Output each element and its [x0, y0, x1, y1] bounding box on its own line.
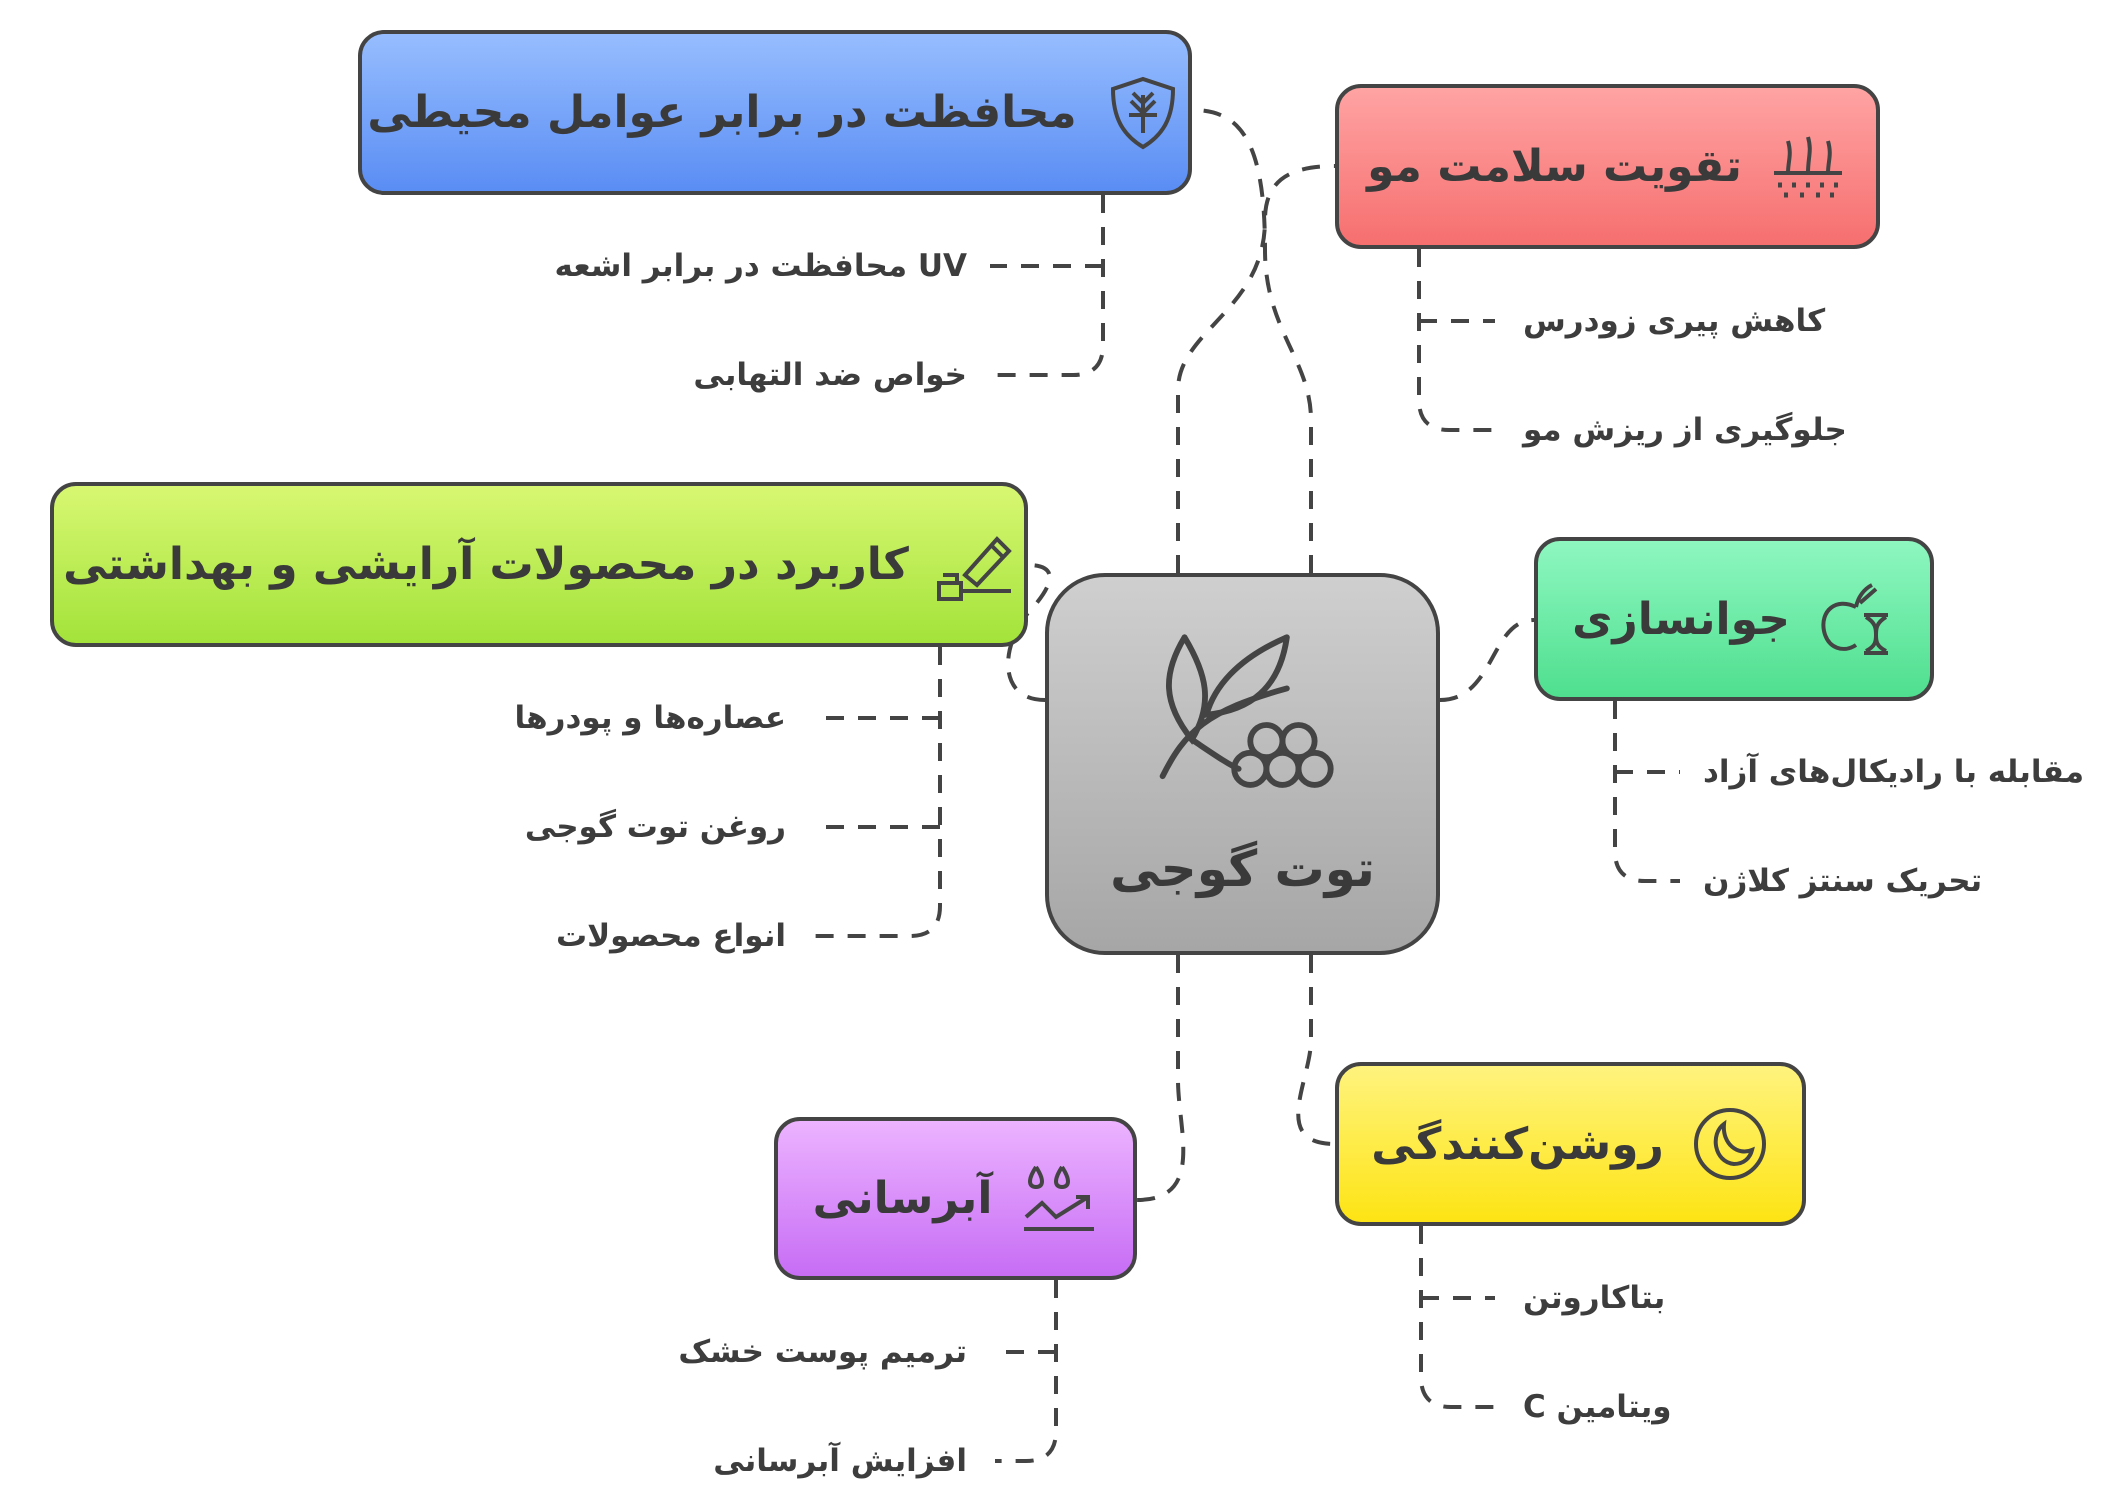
water-drops-chart-icon: [1024, 1165, 1095, 1231]
cosmetic-brush-icon: [936, 535, 1012, 601]
branch-title: آبرسانی: [812, 1173, 993, 1224]
leaf-extracts: عصاره‌ها و پودرها: [514, 700, 786, 736]
branch-cosmetics[interactable]: کاربرد در محصولات آرایشی و بهداشتی: [50, 482, 1028, 647]
branch-title: محافظت در برابر عوامل محیطی: [367, 87, 1077, 138]
leaf-anti-inflammatory: خواص ضد التهابی: [693, 357, 967, 393]
center-node[interactable]: توت گوجی: [1045, 573, 1440, 955]
connector-protection: [1191, 108, 1313, 573]
leaf-hair-loss: جلوگیری از ریزش مو: [1523, 412, 1847, 448]
moon-circle-icon: [1693, 1108, 1766, 1180]
connector-protection-children: [990, 195, 1105, 377]
leaf-goji-oil: روغن توت گوجی: [524, 809, 786, 845]
leaf-beta-carotene: بتاکاروتن: [1523, 1280, 1666, 1316]
leaf-hydration-boost: افزایش آبرسانی: [713, 1443, 967, 1479]
leaf-collagen: تحریک سنتز کلاژن: [1703, 863, 1983, 899]
leaf-anti-aging: کاهش پیری زودرس: [1523, 303, 1826, 339]
leaf-vitamin-c: ویتامین C: [1523, 1389, 1672, 1425]
apple-dna-icon: [1821, 583, 1888, 655]
leaf-products: انواع محصولات: [555, 918, 786, 954]
branch-hair[interactable]: تقویت سلامت مو: [1335, 84, 1880, 249]
hair-roots-icon: [1773, 135, 1842, 197]
branch-title: روشن‌کنندگی: [1371, 1118, 1664, 1170]
branch-title: تقویت سلامت مو: [1367, 141, 1742, 192]
leaf-dry-skin: ترمیم پوست خشک: [678, 1334, 967, 1370]
connector-hydration-children: [995, 1280, 1058, 1463]
connector-hair-children: [1417, 249, 1495, 432]
branch-title: کاربرد در محصولات آرایشی و بهداشتی: [63, 539, 909, 590]
leaf-uv-protection: UV محافظت در برابر اشعه: [554, 248, 967, 284]
center-title: توت گوجی: [1110, 840, 1375, 898]
branch-brightening[interactable]: روشن‌کنندگی: [1335, 1062, 1806, 1226]
connector-rejuvenation: [1439, 618, 1535, 702]
connector-brightening-children: [1419, 1226, 1495, 1409]
connector-hydration: [1136, 955, 1186, 1202]
branch-hydration[interactable]: آبرسانی: [774, 1117, 1137, 1280]
branch-rejuvenation[interactable]: جوانسازی: [1534, 537, 1934, 701]
shield-plant-icon: [1110, 76, 1175, 149]
connector-rejuvenation-children: [1613, 701, 1680, 883]
connector-hair: [1176, 164, 1336, 573]
connector-brightening: [1296, 955, 1336, 1146]
connector-cosmetics-children: [815, 647, 942, 938]
branch-protection[interactable]: محافظت در برابر عوامل محیطی: [358, 30, 1192, 195]
goji-berry-icon: [1159, 634, 1334, 788]
branch-title: جوانسازی: [1572, 593, 1790, 645]
leaf-free-radicals: مقابله با رادیکال‌های آزاد: [1703, 754, 2085, 790]
